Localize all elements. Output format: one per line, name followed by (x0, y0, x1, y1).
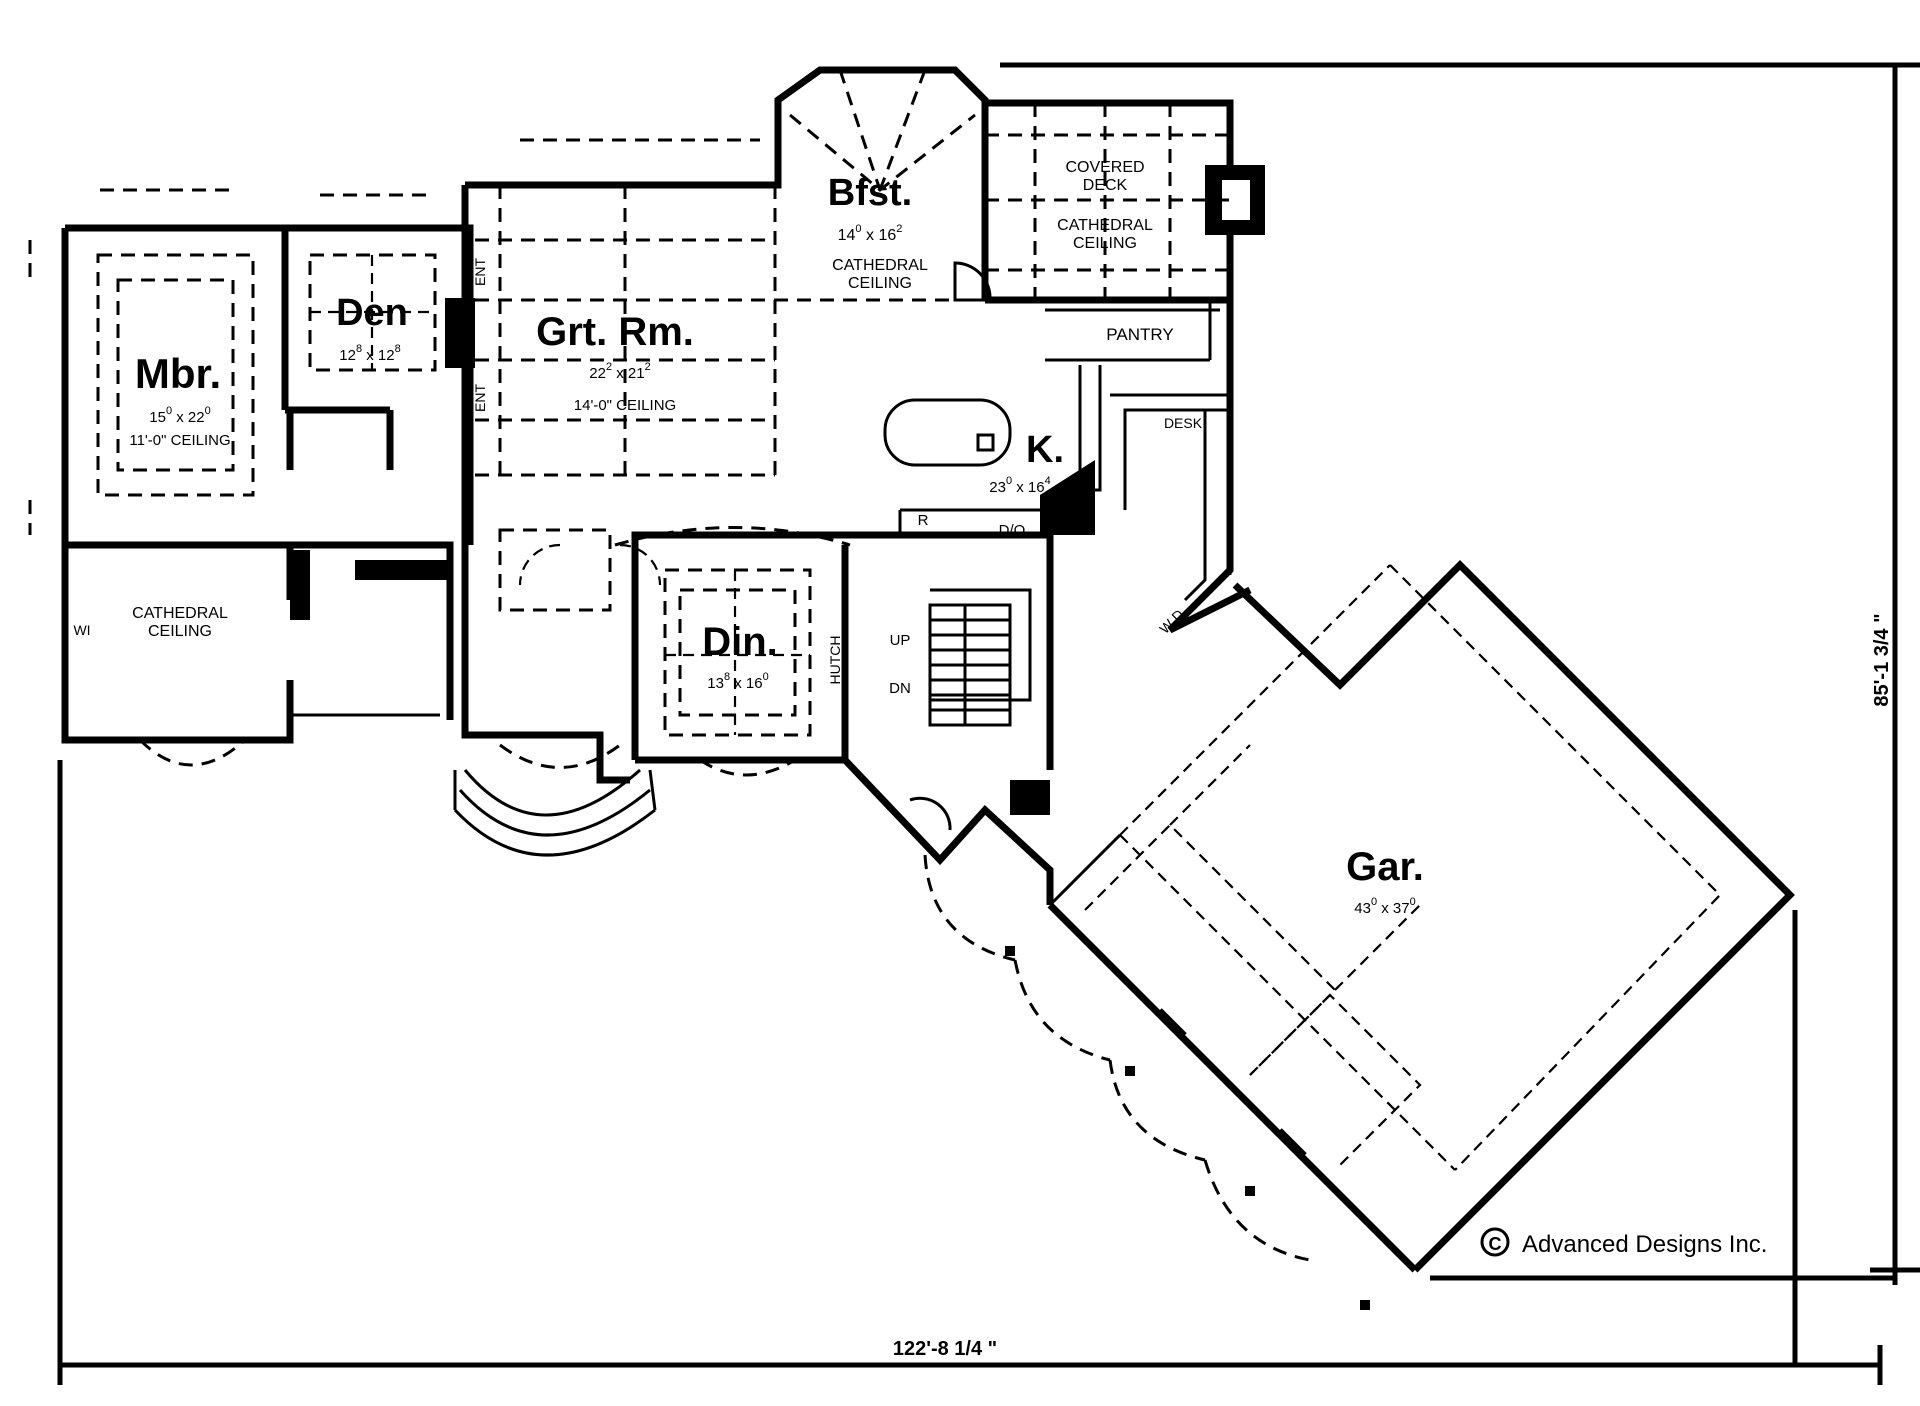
bath-note-2: CEILING (148, 623, 212, 640)
kitchen-size: 230 x 164 (989, 475, 1050, 496)
gar-size: 430 x 370 (1354, 896, 1415, 917)
mbr-note: 11'-0" CEILING (129, 432, 230, 449)
mbr-size: 150 x 220 (149, 405, 210, 426)
copyright-text: Advanced Designs Inc. (1522, 1231, 1767, 1258)
grt-rm-size: 222 x 212 (589, 361, 650, 382)
dimension-lines (57, 62, 1920, 1385)
width-dimension: 122'-8 1/4 " (893, 1338, 997, 1360)
stairs-up-label: UP (890, 632, 911, 649)
dimension-text: 122'-8 1/4 " 85'-1 3/4 " (893, 613, 1893, 1360)
mbr-name: Mbr. (135, 350, 221, 397)
door-swings (138, 261, 1311, 1262)
copyright-icon (1480, 1227, 1510, 1257)
bfst-name: Bfst. (828, 172, 912, 214)
deck-line-1: COVERED (1065, 159, 1144, 176)
copyright-symbol: C (1489, 1234, 1502, 1254)
depth-dimension: 85'-1 3/4 " (1871, 613, 1893, 706)
deck-line-4: CEILING (1073, 235, 1137, 252)
pantry-label: PANTRY (1106, 325, 1173, 344)
bfst-note-1: CATHEDRAL (832, 257, 928, 274)
laundry-label: W D (1156, 606, 1187, 637)
desk-label: DESK (1164, 415, 1203, 431)
din-size: 138 x 160 (707, 671, 768, 692)
bfst-size: 140 x 162 (838, 223, 903, 244)
stairs-down-label: DN (889, 680, 911, 697)
den-size: 128 x 128 (339, 343, 400, 364)
din-name: Din. (702, 620, 778, 664)
den-name: Den (336, 292, 408, 334)
garage-door-marks (1005, 946, 1370, 1310)
exterior-walls (61, 66, 1795, 1273)
kitchen-name: K. (1026, 429, 1064, 471)
hutch-label: HUTCH (827, 636, 843, 685)
kitchen-island (883, 398, 1012, 467)
refrigerator-label: R (918, 512, 929, 529)
wic-label: WI (73, 622, 90, 638)
copyright: C Advanced Designs Inc. (1489, 1231, 1768, 1258)
gar-name: Gar. (1346, 845, 1424, 889)
room-labels: Bfst. 140 x 162 CATHEDRAL CEILING COVERE… (73, 159, 1423, 917)
deck-line-2: DECK (1083, 177, 1128, 194)
front-steps (453, 768, 657, 857)
bfst-note-2: CEILING (848, 275, 912, 292)
grt-rm-note: 14'-0" CEILING (574, 397, 676, 414)
ceiling-lines (28, 69, 1722, 1171)
ent-bottom-label: ENT (472, 384, 488, 412)
bath-note-1: CATHEDRAL (132, 605, 228, 622)
masonry-blocks (290, 165, 1265, 815)
staircase (928, 603, 1012, 727)
dishwasher-label: D/O (999, 522, 1026, 539)
ent-top-label: ENT (472, 258, 488, 286)
cooktop (1055, 482, 1086, 523)
deck-line-3: CATHEDRAL (1057, 217, 1153, 234)
grt-rm-name: Grt. Rm. (536, 310, 694, 354)
